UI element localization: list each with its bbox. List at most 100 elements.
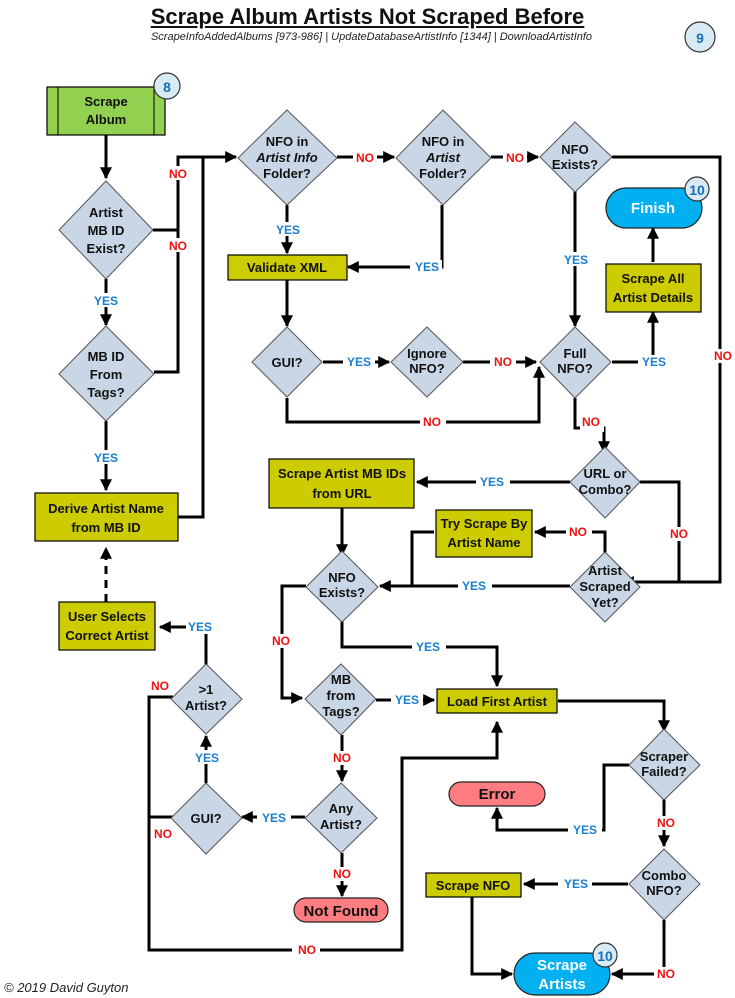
svg-text:Failed?: Failed? (641, 764, 687, 779)
svg-text:YES: YES (564, 253, 588, 267)
process-validate-xml: Validate XML (227, 254, 348, 281)
terminal-scrape-artists: Scrape Artists 10 (513, 942, 618, 996)
svg-text:Exists?: Exists? (319, 585, 365, 600)
svg-text:Scrape: Scrape (537, 957, 587, 974)
svg-text:NO: NO (333, 867, 351, 881)
svg-text:NO: NO (272, 634, 290, 648)
svg-text:NO: NO (151, 679, 169, 693)
svg-text:Exist?: Exist? (86, 241, 125, 256)
svg-text:YES: YES (347, 355, 371, 369)
svg-text:NO: NO (169, 239, 187, 253)
decision-gui-left: GUI? (170, 782, 243, 855)
svg-text:MB: MB (331, 672, 351, 687)
svg-text:Try Scrape By: Try Scrape By (441, 516, 528, 531)
svg-text:NO: NO (582, 415, 600, 429)
svg-text:Derive Artist Name: Derive Artist Name (48, 501, 164, 516)
svg-text:GUI?: GUI? (271, 355, 302, 370)
svg-text:Finish: Finish (631, 200, 675, 217)
svg-text:URL or: URL or (583, 466, 626, 481)
edge-scrapenfo-artists (470, 897, 514, 980)
decision-nfo-artist-info-folder: NFO in Artist Info Folder? (237, 109, 338, 206)
svg-text:YES: YES (642, 355, 666, 369)
svg-text:Artist Name: Artist Name (448, 535, 521, 550)
decision-artist-scraped-yet: Artist Scraped Yet? (569, 551, 641, 623)
edge-load-scraper (558, 699, 670, 733)
svg-text:Scrape: Scrape (84, 94, 127, 109)
svg-text:Artist?: Artist? (320, 817, 362, 832)
svg-text:10: 10 (689, 182, 705, 198)
decision-gui-mid: GUI? (251, 326, 323, 398)
svg-text:YES: YES (195, 751, 219, 765)
svg-text:Album: Album (86, 112, 126, 127)
edge-try-down (410, 530, 434, 586)
svg-text:MB ID: MB ID (88, 349, 125, 364)
svg-text:YES: YES (573, 823, 597, 837)
svg-text:Artist: Artist (425, 150, 461, 165)
svg-text:Load First Artist: Load First Artist (447, 694, 548, 709)
decision-scraper-failed: Scraper Failed? (628, 728, 701, 801)
svg-text:NO: NO (169, 167, 187, 181)
decision-nfo-exists-top: NFO Exists? (539, 121, 613, 193)
edge-scraped-no (533, 526, 607, 558)
svg-text:Scraped: Scraped (579, 579, 630, 594)
svg-text:8: 8 (163, 79, 171, 95)
svg-text:YES: YES (94, 294, 118, 308)
page-badge: 9 (684, 21, 716, 53)
svg-text:NO: NO (356, 151, 374, 165)
svg-text:YES: YES (94, 451, 118, 465)
node-scrape-album: Scrape Album 8 (46, 72, 181, 136)
svg-text:Tags?: Tags? (322, 704, 359, 719)
svg-text:NO: NO (657, 816, 675, 830)
svg-text:Artist: Artist (89, 205, 124, 220)
edge-url-no (640, 480, 681, 582)
connectors (100, 135, 722, 980)
process-load-first-artist: Load First Artist (436, 688, 558, 714)
svg-text:YES: YES (462, 579, 486, 593)
decision-artist-mbid-exist: Artist MB ID Exist? (58, 180, 154, 280)
svg-text:Ignore: Ignore (407, 346, 447, 361)
svg-text:NFO?: NFO? (646, 883, 681, 898)
svg-text:Artist: Artist (588, 563, 623, 578)
edge-nfo-exists-no (612, 155, 722, 588)
edge-derive-up (178, 157, 205, 519)
decision-mbid-from-tags: MB ID From Tags? (58, 325, 155, 422)
svg-text:YES: YES (415, 260, 439, 274)
svg-text:YES: YES (276, 223, 300, 237)
svg-text:YES: YES (564, 877, 588, 891)
terminal-not-found: Not Found (293, 897, 389, 923)
svg-text:GUI?: GUI? (190, 811, 221, 826)
svg-text:9: 9 (696, 30, 704, 46)
page-title: Scrape Album Artists Not Scraped Before (150, 4, 585, 29)
svg-text:Artists: Artists (538, 976, 586, 993)
decision-ignore-nfo: Ignore NFO? (390, 326, 464, 398)
svg-text:YES: YES (480, 475, 504, 489)
process-scrape-all-details: Scrape All Artist Details (605, 263, 702, 313)
svg-text:Artist Info: Artist Info (255, 150, 317, 165)
svg-text:NO: NO (333, 751, 351, 765)
svg-text:NFO in: NFO in (422, 134, 465, 149)
process-user-selects: User Selects Correct Artist (58, 601, 156, 651)
svg-text:NO: NO (569, 525, 587, 539)
edge-nfo-artist-yes (346, 205, 444, 273)
decision-combo-nfo: Combo NFO? (628, 848, 701, 921)
process-derive-artist-name: Derive Artist Name from MB ID (34, 492, 179, 542)
svg-text:NFO: NFO (561, 142, 588, 157)
svg-text:Artist?: Artist? (185, 698, 227, 713)
decision-more-than-one-artist: >1 Artist? (170, 663, 243, 735)
svg-text:NO: NO (506, 151, 524, 165)
svg-text:NFO?: NFO? (409, 361, 444, 376)
process-try-scrape-name: Try Scrape By Artist Name (435, 509, 533, 558)
edge-gui-mid-no (285, 365, 545, 424)
svg-text:Folder?: Folder? (263, 166, 311, 181)
svg-text:NO: NO (298, 943, 316, 957)
edge-tags-no (154, 230, 180, 374)
process-scrape-nfo: Scrape NFO (425, 872, 522, 898)
svg-text:from MB ID: from MB ID (71, 520, 140, 535)
edge-combo-no (610, 920, 666, 980)
edge-no-rail (147, 695, 503, 952)
decision-mb-from-tags: MB from Tags? (304, 663, 377, 736)
svg-text:NO: NO (423, 415, 441, 429)
svg-text:YES: YES (262, 811, 286, 825)
svg-text:Yet?: Yet? (591, 595, 619, 610)
